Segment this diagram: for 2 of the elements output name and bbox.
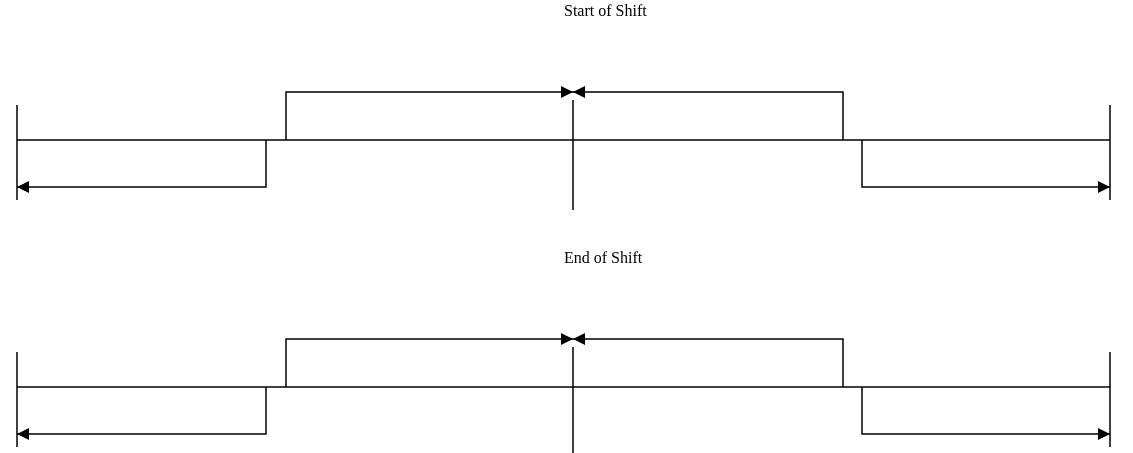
section-heading: Start of Shift [564,2,647,20]
section-heading: End of Shift [564,249,643,267]
